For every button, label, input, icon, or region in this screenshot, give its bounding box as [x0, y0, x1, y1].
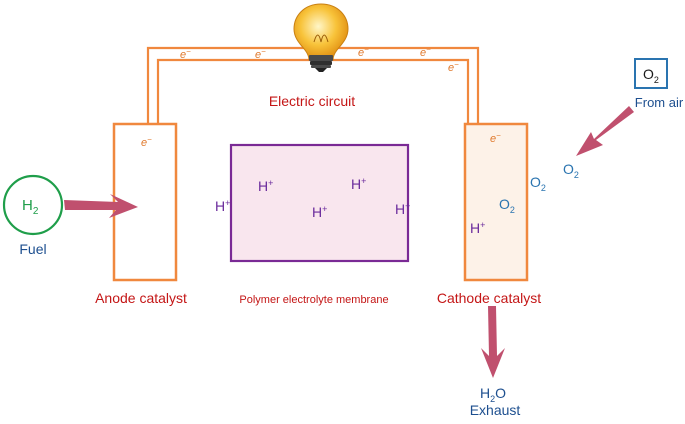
cathode-catalyst-label: Cathode catalyst — [437, 290, 541, 306]
circuit-wire-inner — [156, 58, 470, 124]
electron-label: e− — [358, 45, 369, 59]
air-arrow-icon — [576, 106, 634, 156]
electron-label: e− — [141, 135, 152, 149]
h2o-formula: H2O — [480, 385, 506, 404]
o2-box-formula: O2 — [643, 66, 659, 85]
from-air-label: From air — [635, 95, 684, 110]
cathode-catalyst-box — [463, 122, 529, 282]
hydrogen-ion-label: H+ — [312, 204, 327, 220]
fuel-label: Fuel — [19, 241, 46, 257]
oxygen-molecules: O2 O2 O2 — [499, 161, 579, 215]
electron-label: e− — [180, 47, 191, 61]
electron-label: e− — [420, 45, 431, 59]
hydrogen-ion-label: H+ — [470, 220, 485, 236]
hydrogen-ions: H+ H+ H+ H+ H+ H+ — [215, 176, 485, 236]
o2-label: O2 — [530, 174, 546, 193]
electron-label: e− — [448, 60, 459, 74]
h2-formula: H2 — [22, 197, 39, 217]
electron-label: e− — [490, 131, 501, 145]
anode-catalyst-label: Anode catalyst — [95, 290, 187, 306]
o2-label: O2 — [563, 161, 579, 180]
exhaust-label: Exhaust — [470, 402, 521, 418]
electron-labels: e− e− e− e− e− e− e− — [141, 45, 501, 149]
fuel-arrow-icon — [64, 194, 138, 218]
hydrogen-ion-label: H+ — [258, 178, 273, 194]
light-bulb-icon — [293, 3, 349, 72]
hydrogen-ion-label: H+ — [351, 176, 366, 192]
hydrogen-fuel-circle — [2, 174, 64, 236]
hydrogen-ion-label: H+ — [215, 198, 230, 214]
membrane-box — [229, 143, 410, 263]
oxygen-box — [634, 58, 668, 89]
electric-circuit-label: Electric circuit — [269, 93, 355, 109]
hydrogen-ion-label: H+ — [395, 201, 410, 217]
exhaust-arrow-icon — [481, 306, 505, 378]
membrane-label: Polymer electrolyte membrane — [239, 294, 388, 306]
o2-label: O2 — [499, 196, 515, 215]
electron-label: e− — [255, 47, 266, 61]
